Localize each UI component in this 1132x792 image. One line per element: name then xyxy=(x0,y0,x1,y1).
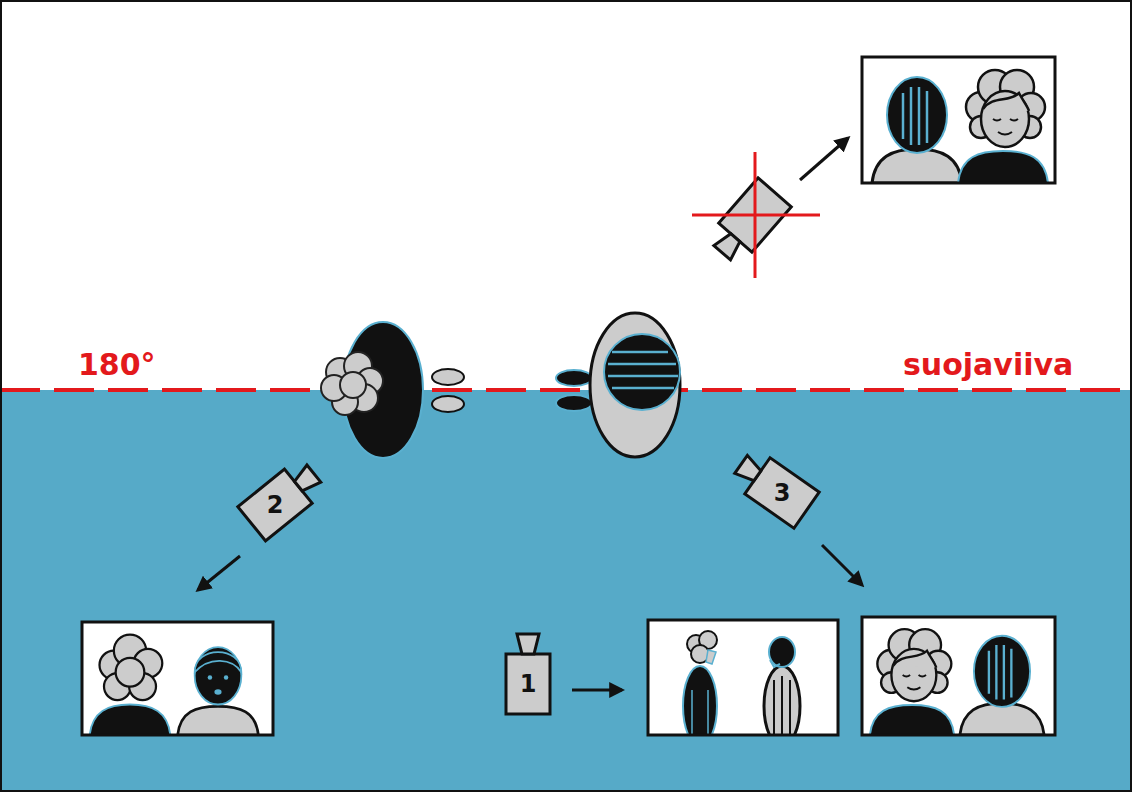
view-arrow xyxy=(572,689,622,692)
frame-content xyxy=(870,629,1044,735)
profile-body xyxy=(683,666,717,735)
person-front xyxy=(958,70,1048,183)
person-body xyxy=(590,313,680,457)
person-back xyxy=(960,636,1044,735)
frame-bg xyxy=(82,622,273,735)
hair-curl xyxy=(340,372,366,398)
person-back xyxy=(90,635,171,735)
camera-lens xyxy=(517,634,539,654)
shoe xyxy=(556,395,592,411)
frame-bg xyxy=(862,617,1055,735)
body-lines xyxy=(692,690,708,735)
profile-body xyxy=(764,666,800,735)
white-side xyxy=(0,0,1132,390)
camera-number: 1 xyxy=(468,624,588,744)
shoe xyxy=(556,370,592,386)
person-back xyxy=(872,77,962,183)
view-arrow xyxy=(198,556,240,590)
shot-frame xyxy=(862,57,1055,183)
frame-bg xyxy=(648,620,838,735)
head-top xyxy=(604,334,680,410)
shot-frame xyxy=(862,617,1055,735)
line-label: suojaviiva xyxy=(903,350,1073,380)
shot-frame xyxy=(82,622,273,735)
face-profile xyxy=(770,660,780,667)
camera-lens xyxy=(714,230,744,260)
camera-node: 2 xyxy=(215,445,335,565)
person-front xyxy=(870,629,954,735)
line-label: 180° xyxy=(78,350,156,380)
camera-node: 1 xyxy=(468,624,588,744)
view-arrow xyxy=(822,545,862,585)
camera-number: 3 xyxy=(722,433,842,553)
axis-line xyxy=(0,388,1132,392)
blue-side xyxy=(0,390,1132,792)
frame-content xyxy=(90,635,259,735)
body-lines xyxy=(774,676,790,735)
crossed-camera xyxy=(706,178,792,267)
shoe xyxy=(432,396,464,412)
frame-bg xyxy=(862,57,1055,183)
cross-mark xyxy=(754,152,757,278)
camera-node: 3 xyxy=(722,433,842,553)
face-profile xyxy=(706,650,716,664)
hair-stripes xyxy=(608,352,678,388)
shot-frame xyxy=(648,620,838,735)
frame-content xyxy=(872,70,1048,183)
head-profile xyxy=(769,637,795,667)
camera-lens xyxy=(291,465,320,495)
frame-content xyxy=(683,631,800,735)
camera-lens xyxy=(735,455,764,484)
camera-number: 2 xyxy=(215,445,335,565)
person-front xyxy=(178,647,259,735)
view-arrow xyxy=(800,138,848,180)
shoe xyxy=(432,369,464,385)
